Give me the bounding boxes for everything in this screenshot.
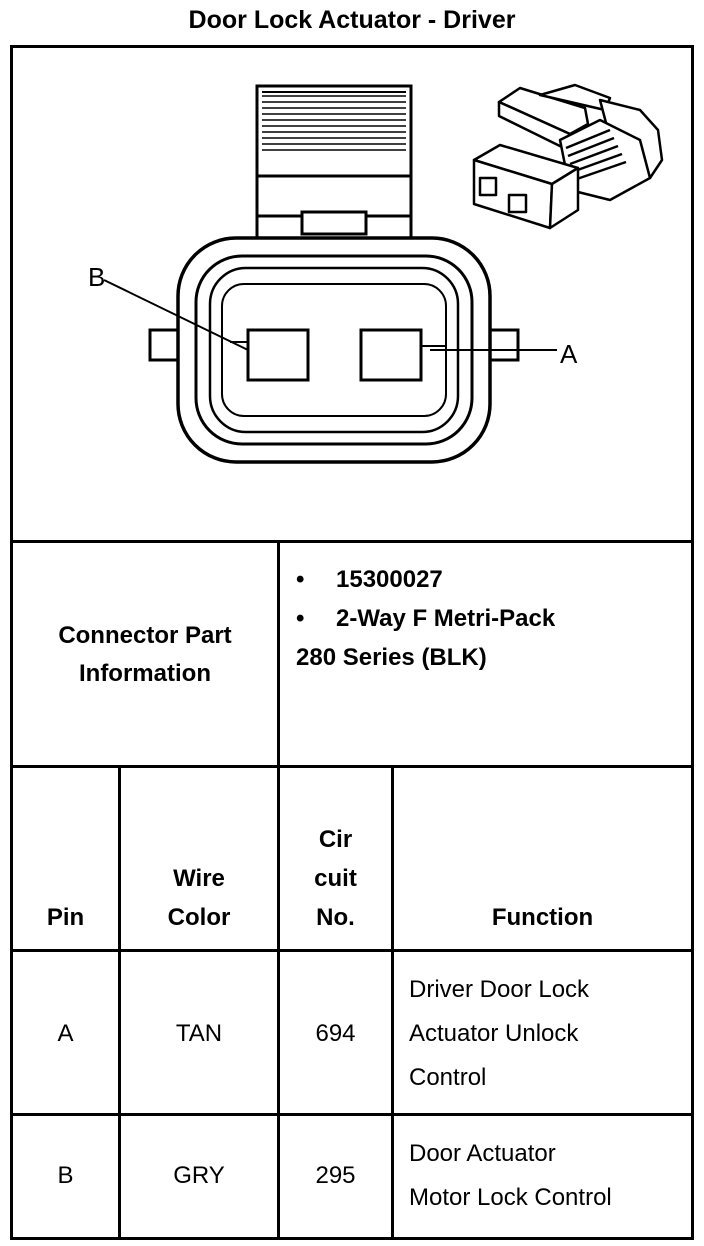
connector-part-details: • 15300027 • 2-Way F Metri-Pack 280 Series…	[296, 560, 555, 677]
row-b-wire-color: GRY	[173, 1162, 225, 1189]
connector-diagram: B A	[88, 83, 664, 464]
connector-part-label-line1: Connector Part	[58, 622, 232, 649]
header-wire-color: Wire Color	[121, 859, 277, 937]
part-type: 2-Way F Metri-Pack	[336, 605, 556, 632]
leader-line-b	[103, 279, 249, 351]
part-type-item: • 2-Way F Metri-Pack	[296, 599, 555, 638]
row-a-function-line: Control	[409, 1064, 487, 1091]
bullet: •	[296, 605, 305, 632]
cavity-b	[246, 328, 310, 382]
row-b-pin: B	[57, 1162, 74, 1189]
header-circuit-line1: Cir	[318, 826, 353, 853]
part-series: 280 Series (BLK)	[296, 644, 487, 671]
header-pin: Pin	[46, 904, 85, 931]
row-b-function-line: Motor Lock Control	[409, 1184, 612, 1211]
row-a-function: Driver Door Lock Actuator Unlock Control	[409, 968, 589, 1100]
header-circuit-no: Cir cuit No.	[280, 820, 391, 937]
connector-latch	[255, 84, 413, 218]
divider	[277, 540, 280, 1240]
connector-part-label: Connector Part Information	[13, 545, 277, 765]
row-a-pin: A	[57, 1020, 74, 1047]
header-function: Function	[491, 904, 594, 931]
bullet: •	[296, 566, 305, 593]
connector-part-label-line2: Information	[78, 660, 211, 687]
divider	[10, 949, 694, 952]
pin-label-b: B	[88, 262, 105, 292]
divider	[10, 540, 694, 543]
divider	[391, 765, 394, 1240]
part-number: 15300027	[336, 566, 443, 593]
header-circuit-line2: cuit	[314, 865, 357, 892]
pin-label-a: A	[560, 339, 578, 369]
row-b-function: Door Actuator Motor Lock Control	[409, 1132, 612, 1220]
connector-side-tab	[486, 328, 520, 362]
connector-side-tab	[148, 328, 182, 362]
header-wire-color-line2: Color	[167, 904, 231, 931]
connector-iso-illustration	[472, 83, 664, 230]
row-a-wire-color: TAN	[175, 1020, 223, 1047]
cavity-a	[359, 328, 423, 382]
divider	[10, 1113, 694, 1116]
row-a-function-line: Driver Door Lock	[409, 976, 590, 1003]
page-title: Door Lock Actuator - Driver	[188, 6, 516, 34]
header-wire-color-line1: Wire	[173, 865, 225, 892]
connector-table-frame	[10, 45, 694, 1240]
divider	[10, 765, 694, 768]
row-b-function-line: Door Actuator	[409, 1140, 556, 1167]
row-b-circuit: 295	[315, 1162, 356, 1189]
row-a-circuit: 694	[315, 1020, 356, 1047]
divider	[118, 765, 121, 1240]
row-a-function-line: Actuator Unlock	[409, 1020, 579, 1047]
part-number-item: • 15300027	[296, 560, 555, 599]
header-circuit-line3: No.	[316, 904, 355, 931]
